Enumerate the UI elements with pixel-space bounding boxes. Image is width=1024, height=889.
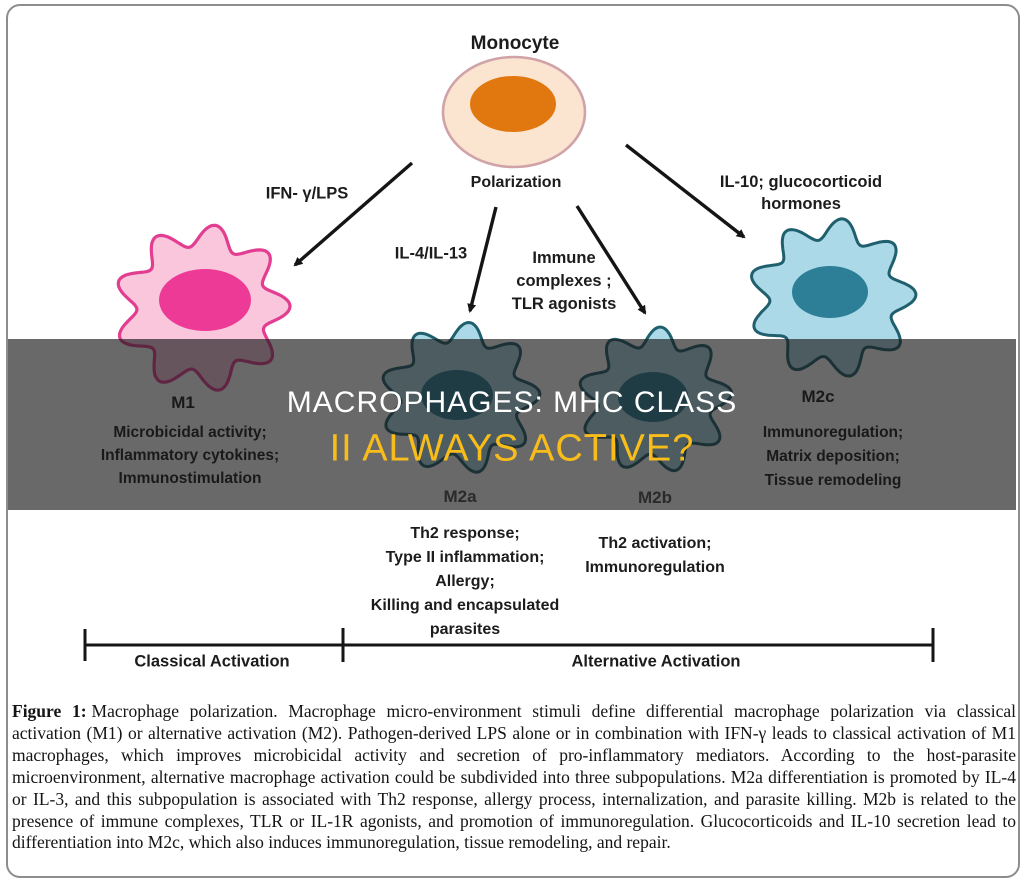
polarization-label: Polarization [470,174,562,191]
activation-bracket [83,628,935,662]
arrow-to-m1 [293,161,414,267]
monocyte-label: Monocyte [470,33,560,54]
monocyte-nucleus [470,76,556,132]
banner-title-line2: II ALWAYS ACTIVE? [329,427,695,470]
m2a-label: M2a [443,487,477,506]
arrow-to-m2c [624,143,746,239]
m2b-functions: Th2 activation; Immunoregulation [585,535,725,576]
arrow-to-m2a [467,206,498,313]
title-banner: MACROPHAGES: MHC CLASS II ALWAYS ACTIVE? [8,339,1016,510]
figure-caption-text: Macrophage polarization. Macrophage micr… [12,701,1016,853]
m2c-nucleus [792,266,868,318]
figure-caption-label: Figure 1: [12,701,87,721]
classical-activation-label: Classical Activation [134,652,290,671]
stimulus-m2a-label: IL-4/IL-13 [394,244,468,263]
stimulus-m1-label: IFN- γ/LPS [265,184,349,203]
m1-nucleus [159,269,251,331]
stimulus-m2c-label: IL-10; glucocorticoid hormones [719,173,883,213]
m2a-functions: Th2 response; Type II inflammation; Alle… [370,525,560,638]
m2b-label: M2b [638,488,672,507]
stimulus-m2b-label: Immune complexes ; TLR agonists [511,249,617,313]
monocyte-cell [441,55,587,169]
banner-title-line1: MACROPHAGES: MHC CLASS [286,386,738,419]
polarization-arrows [293,143,746,315]
arrow-to-m2b [575,205,647,315]
figure-caption: Figure 1:Macrophage polarization. Macrop… [12,701,1016,854]
alternative-activation-label: Alternative Activation [571,652,741,671]
m2c-cell [750,217,918,378]
